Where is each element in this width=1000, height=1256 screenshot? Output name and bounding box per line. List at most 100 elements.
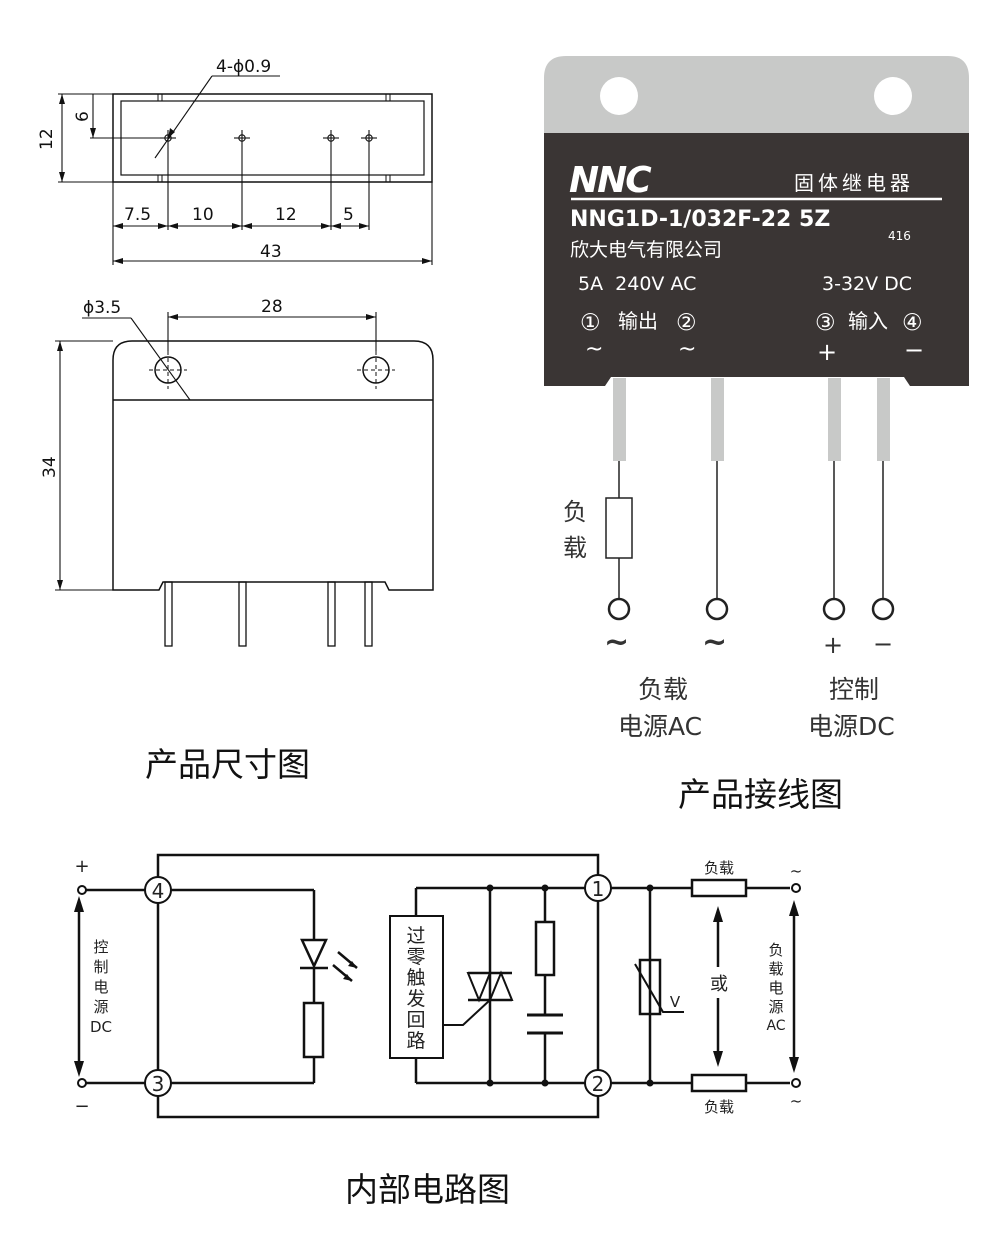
dc-source-label: 电源DC	[808, 712, 895, 741]
terminal	[822, 597, 846, 621]
ac-source-label: 载	[768, 960, 783, 978]
terminal	[705, 597, 729, 621]
control-label: 源	[93, 998, 108, 1016]
relay-mount-hole	[874, 77, 912, 115]
pin-number: 2	[592, 1072, 605, 1096]
relay-pin	[711, 378, 724, 461]
pin-number: 1	[592, 877, 605, 901]
zero-cross-label: 触	[406, 967, 425, 989]
pin-node	[584, 1069, 612, 1097]
terminal-right-top	[791, 883, 801, 893]
pin-node	[144, 1069, 172, 1097]
control-label: 制	[93, 958, 108, 976]
dc-source-label: 控制	[829, 675, 879, 704]
control-label: 电	[93, 978, 108, 996]
relay-maker: 欣大电气有限公司	[570, 239, 722, 261]
relay-batch: 416	[888, 229, 911, 243]
input-label: 输入	[848, 309, 888, 333]
terminal-left-minus	[77, 1078, 87, 1088]
load-top-label: 负载	[704, 859, 734, 877]
load-label: 负	[563, 498, 587, 526]
pin-number: 4	[152, 879, 165, 903]
output-label: 输出	[618, 309, 658, 333]
load-bottom-label: 负载	[704, 1098, 734, 1116]
load-label: 载	[563, 534, 587, 562]
zero-cross-label: 零	[406, 946, 425, 968]
pin-number: 3	[152, 1072, 165, 1096]
ac-source-label: 电源AC	[618, 712, 702, 741]
varistor-label: V	[670, 993, 681, 1011]
relay-mount-hole	[600, 77, 638, 115]
zero-cross-label: 路	[406, 1030, 425, 1052]
pin-node	[584, 874, 612, 902]
brand-logo: NNC	[569, 160, 652, 201]
circuit-frame	[156, 853, 600, 1119]
terminal-symbol: ~	[604, 625, 629, 660]
ac-source-label: 电	[768, 979, 783, 997]
pin4-label: ④	[902, 310, 923, 336]
control-label: 控	[93, 938, 108, 956]
dim-spacing: 7.5	[124, 205, 151, 225]
terminal	[607, 597, 631, 621]
output-rating: 5A 240V AC	[578, 273, 696, 295]
terminal-left-plus	[77, 885, 87, 895]
dim-offset-6: 6	[73, 111, 93, 122]
ac-source-label: 源	[768, 998, 783, 1016]
relay-pin	[877, 378, 890, 461]
terminal-symbol: ~	[702, 625, 727, 660]
snubber-resistor	[534, 920, 556, 977]
dim-height-12: 12	[37, 128, 57, 150]
dim-height-34: 34	[40, 456, 60, 478]
zero-cross-label: 回	[406, 1009, 425, 1031]
led-resistor	[302, 1001, 325, 1059]
load-resistor-top	[690, 878, 748, 898]
pin4-symbol: −	[904, 336, 924, 364]
dim-hole-spacing: 28	[261, 297, 283, 317]
pin1-label: ①	[580, 310, 601, 336]
mount-hole-label: ϕ3.5	[83, 298, 121, 318]
relay-pin	[828, 378, 841, 461]
dim-width-43: 43	[260, 242, 282, 262]
pin2-label: ②	[676, 310, 697, 336]
relay-body	[544, 133, 969, 386]
tilde-bottom: ~	[790, 1092, 803, 1110]
led-icon	[300, 938, 328, 969]
circuit-diagram-title: 内部电路图	[345, 1170, 510, 1209]
pin3-symbol: +	[817, 338, 837, 366]
wiring-diagram-title: 产品接线图	[678, 775, 843, 814]
load-resistor-bottom	[690, 1073, 748, 1093]
ac-source-label: 负	[768, 941, 783, 959]
zero-cross-label: 过	[406, 925, 425, 947]
hole-spec-label: 4-ϕ0.9	[216, 57, 271, 77]
zero-cross-trigger-box	[389, 915, 444, 1059]
pin3-label: ③	[815, 310, 836, 336]
input-rating: 3-32V DC	[822, 273, 912, 295]
relay-model: NNG1D-1/032F-22 5Z	[570, 207, 830, 232]
or-label: 或	[710, 974, 728, 995]
dimension-drawing-title: 产品尺寸图	[145, 745, 310, 784]
pin	[327, 581, 336, 647]
plus-sign: +	[74, 856, 89, 877]
pin	[238, 581, 247, 647]
dim-spacing: 12	[275, 205, 297, 225]
minus-sign: −	[74, 1096, 89, 1117]
zero-cross-label: 发	[406, 988, 425, 1010]
pin	[164, 581, 173, 647]
pin1-symbol: ~	[585, 337, 603, 362]
ac-source-label: 负载	[638, 675, 688, 704]
relay-pin	[613, 378, 626, 461]
tilde-top: ~	[790, 862, 803, 880]
pin-node	[144, 876, 172, 904]
terminal-symbol: +	[823, 631, 843, 659]
ac-source-label: AC	[766, 1018, 785, 1034]
pin2-symbol: ~	[678, 337, 696, 362]
triac-icon	[466, 970, 514, 1003]
terminal	[871, 597, 895, 621]
front-view-outline	[112, 340, 434, 591]
relay-type: 固体继电器	[794, 171, 914, 195]
dim-spacing: 5	[343, 205, 354, 225]
dim-spacing: 10	[192, 205, 214, 225]
